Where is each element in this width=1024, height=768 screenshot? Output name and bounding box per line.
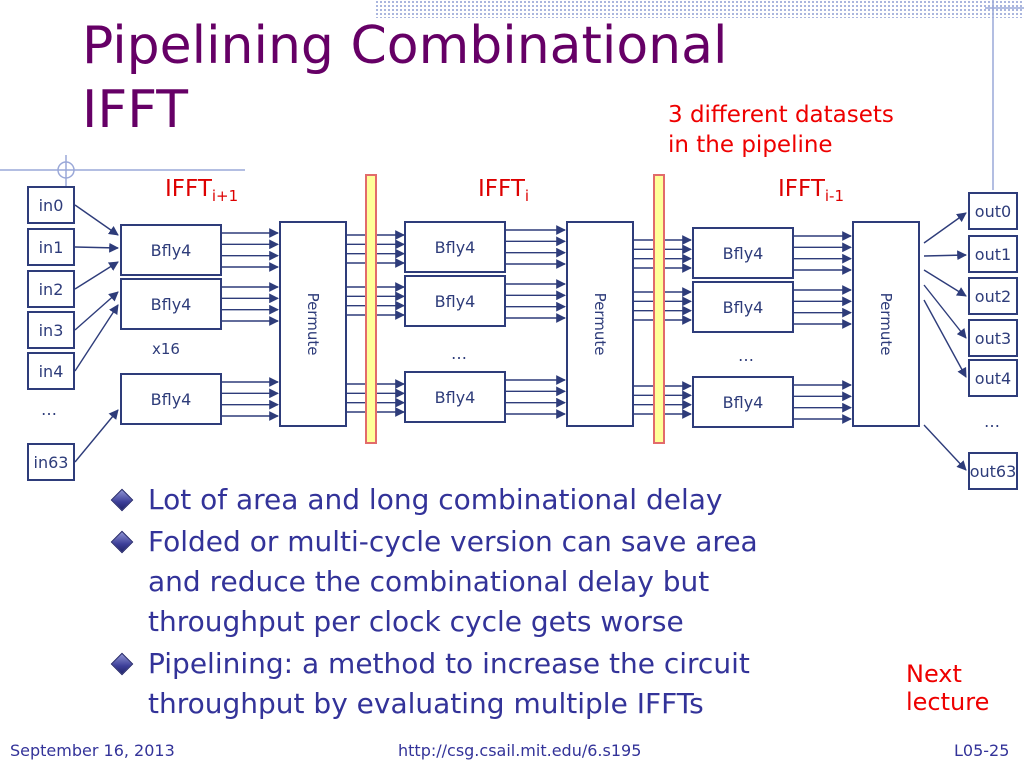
pipeline-callout-line2: in the pipeline [668,132,833,158]
bullet-item: Pipelining: a method to increase the cir… [108,644,898,724]
input-ellipsis: … [41,400,57,419]
wire-arrow [923,212,967,244]
output-box-out63: out63 [968,452,1018,490]
diamond-bullet-icon [110,652,134,676]
pipeline-callout: 3 different datasets in the pipeline [668,100,894,160]
wire-arrow [74,304,119,372]
output-box-out1: out1 [968,235,1018,273]
wire-arrow [923,424,967,471]
diamond-bullet-icon [110,530,134,554]
wire-arrow [923,269,967,297]
bfly4-block: Bfly4 [404,275,506,327]
input-box-in1: in1 [27,228,75,266]
wire-arrow [923,250,967,261]
wire-arrow [74,291,119,331]
bullet-list: Lot of area and long combinational delay… [108,480,898,726]
wire-arrow [923,284,967,339]
bullet-line: throughput per clock cycle gets worse [148,605,684,638]
slide-title-line1: Pipelining Combinational [82,16,728,76]
input-box-in3: in3 [27,311,75,349]
footer-slide-number: L05-25 [954,741,1010,760]
output-box-out2: out2 [968,277,1018,315]
bullet-line: Folded or multi-cycle version can save a… [148,525,758,558]
bfly4-block: Bfly4 [120,278,222,330]
stage-label-previous: IFFTi-1 [778,176,845,205]
bfly4-block: Bfly4 [692,376,794,428]
pipeline-register [365,174,377,444]
wire-arrow [74,261,119,290]
bfly4-block: Bfly4 [692,227,794,279]
output-box-out4: out4 [968,359,1018,397]
bfly4-block: Bfly4 [692,281,794,333]
input-box-in4: in4 [27,352,75,390]
output-box-out0: out0 [968,192,1018,230]
stage-label-next: IFFTi+1 [165,176,239,205]
output-ellipsis: … [984,412,1000,431]
bfly4-block: Bfly4 [404,371,506,423]
next-lecture-note: Next lecture [906,660,989,716]
pipeline-register [653,174,665,444]
output-box-out3: out3 [968,319,1018,357]
permute-block: Permute [279,221,347,427]
footer-date: September 16, 2013 [10,741,175,760]
wire-arrow [74,242,119,253]
bfly-ellipsis: … [738,346,754,365]
slide-title-line2: IFFT [82,80,189,140]
bullet-item: Folded or multi-cycle version can save a… [108,522,898,642]
bfly4-block: Bfly4 [120,224,222,276]
wire-arrow [74,409,119,463]
bfly-ellipsis: … [451,344,467,363]
wire-arrow [74,204,119,236]
bfly4-block: Bfly4 [120,373,222,425]
pipeline-callout-line1: 3 different datasets [668,102,894,128]
bfly4-block: Bfly4 [404,221,506,273]
bullet-line: Lot of area and long combinational delay [148,483,723,516]
permute-block: Permute [852,221,920,427]
bullet-item: Lot of area and long combinational delay [108,480,898,520]
stage-label-current: IFFTi [478,176,530,205]
input-box-in63: in63 [27,443,75,481]
next-lecture-line2: lecture [906,688,990,716]
bfly-count-note: x16 [152,340,180,358]
slide-title: Pipelining Combinational IFFT [82,14,727,142]
header-dot-pattern [375,0,1024,18]
bullet-line: Pipelining: a method to increase the cir… [148,647,750,680]
permute-block: Permute [566,221,634,427]
footer-url-link[interactable]: http://csg.csail.mit.edu/6.s195 [398,741,642,760]
input-box-in2: in2 [27,270,75,308]
wire-arrow [923,299,967,378]
next-lecture-line1: Next [906,660,962,688]
bullet-line: throughput by evaluating multiple IFFTs [148,687,704,720]
diamond-bullet-icon [110,488,134,512]
input-box-in0: in0 [27,186,75,224]
bullet-line: and reduce the combinational delay but [148,565,710,598]
